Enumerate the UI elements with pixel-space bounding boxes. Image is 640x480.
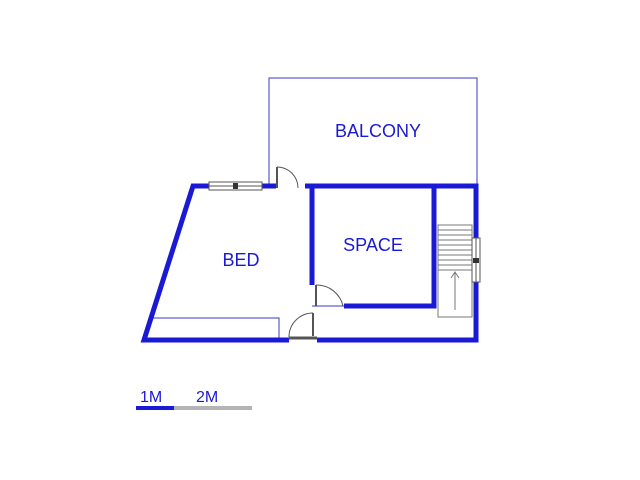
built-in-cupboard xyxy=(153,317,280,338)
room-label-space: SPACE xyxy=(343,235,403,255)
outer-wall-left xyxy=(140,183,289,343)
scale-bar: 1M 2M xyxy=(136,389,252,410)
balcony-outline xyxy=(268,77,478,187)
staircase xyxy=(437,224,473,318)
space-room-walls-lower xyxy=(344,188,437,309)
entrance-door xyxy=(288,312,317,340)
window xyxy=(208,181,263,191)
side-window xyxy=(471,237,481,283)
room-label-bed: BED xyxy=(222,250,259,270)
balcony-door xyxy=(276,166,299,189)
scale-label-2m: 2M xyxy=(196,389,218,406)
space-door xyxy=(312,284,344,307)
room-label-balcony: BALCONY xyxy=(335,121,421,141)
scale-label-1m: 1M xyxy=(140,389,162,406)
